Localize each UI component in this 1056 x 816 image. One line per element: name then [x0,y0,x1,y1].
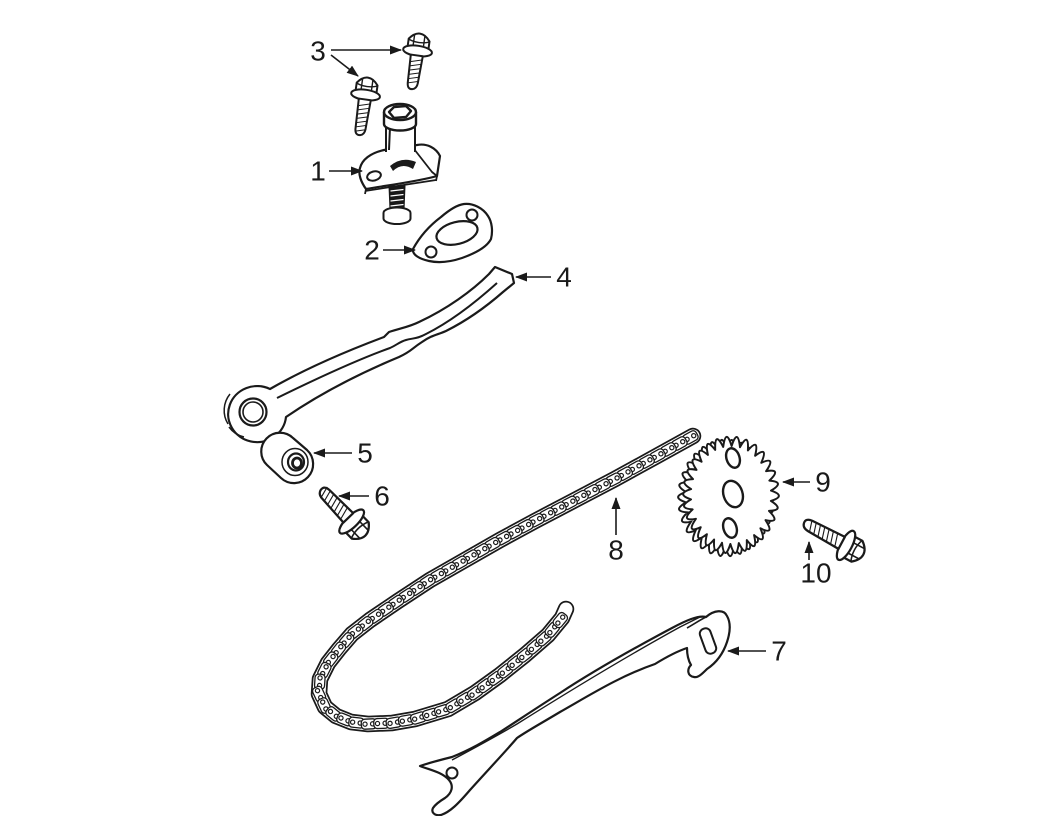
callout-8-label: 8 [608,535,624,566]
callout-10-label: 10 [800,558,831,589]
callout-6-label: 6 [374,481,390,512]
callout-5-label: 5 [357,438,373,469]
callout-2: 2 [364,235,416,266]
callout-4: 4 [515,262,572,293]
callout-1: 1 [310,156,363,187]
tensioner-bolt-right-drawing [402,32,433,91]
callout-3: 3 [310,36,402,77]
callout-9: 9 [782,467,831,498]
callout-7: 7 [727,636,787,667]
callout-3-label: 3 [310,36,326,67]
leader-line [330,54,359,77]
timing-chain-drawing [310,427,702,733]
camshaft-sprocket-drawing [677,435,780,558]
callout-9-label: 9 [815,467,831,498]
callout-2-label: 2 [364,235,380,266]
chain-guide-rail-drawing [418,610,731,816]
sprocket-bolt-drawing [802,518,866,563]
callout-10: 10 [800,541,832,589]
chain-tensioner-drawing [358,102,442,225]
callout-4-label: 4 [556,262,572,293]
callout-8: 8 [608,497,624,566]
tensioner-gasket-drawing [411,202,494,264]
callout-7-label: 7 [771,636,787,667]
callout-6: 6 [338,481,390,512]
tensioner-arm-drawing [223,265,516,444]
tensioner-bolt-left-drawing [350,76,381,137]
callout-layer: 1 2 3 4 5 6 7 8 [310,36,831,667]
arm-pivot-bolt-drawing [318,486,370,541]
spacer-bushing-drawing [260,431,315,485]
callout-1-label: 1 [310,156,326,187]
callout-5: 5 [313,438,373,469]
